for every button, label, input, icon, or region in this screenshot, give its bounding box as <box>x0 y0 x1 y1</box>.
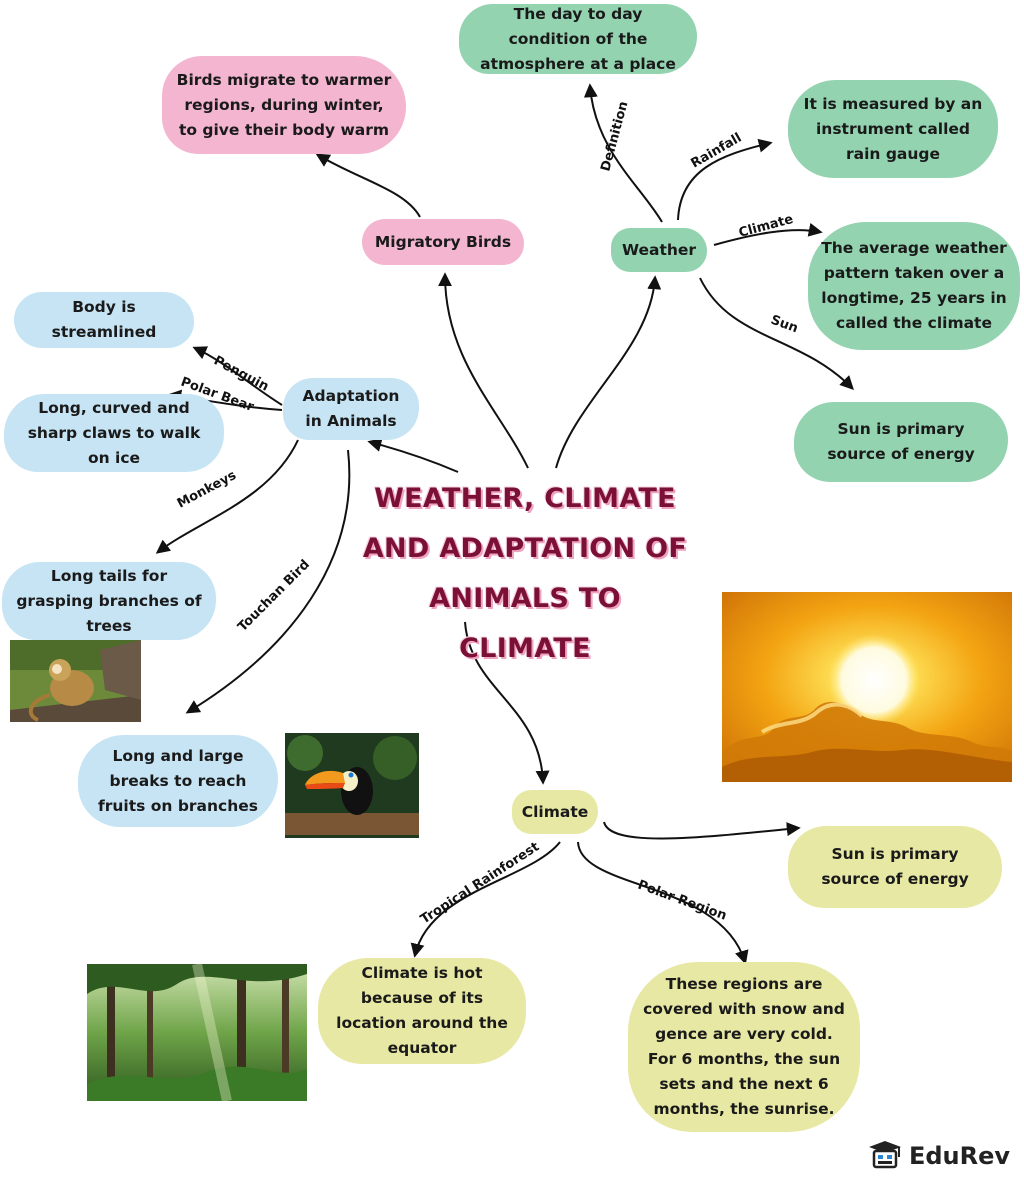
node-monkeys-detail-text: Long tails for grasping branches of tree… <box>16 566 202 635</box>
node-penguin-detail: Body is streamlined <box>14 292 194 348</box>
edge-center-climate <box>464 621 550 785</box>
rainforest-illustration <box>87 964 307 1101</box>
edge-climate-sun <box>603 821 801 840</box>
edge-center-adaptation <box>367 438 459 473</box>
edge-label-rainfall: Rainfall <box>689 131 745 172</box>
node-climate-detail: The average weather pattern taken over a… <box>808 222 1020 350</box>
node-rainfall-detail-text: It is measured by an instrument called r… <box>803 94 983 163</box>
brand-logo: EduRev <box>867 1139 1010 1173</box>
monkey-photo <box>10 640 141 722</box>
node-touchan-detail: Long and large breaks to reach fruits on… <box>78 735 278 827</box>
toucan-photo <box>285 733 419 838</box>
edge-adaptation-touchan <box>185 449 351 714</box>
title-line-3: ANIMALS TO CLIMATE <box>429 583 621 664</box>
edge-label-tropical-rainforest: Tropical Rainforest <box>418 839 542 927</box>
node-migratory-birds-text: Migratory Birds <box>374 232 512 251</box>
node-tropical-detail-text: Climate is hot because of its location a… <box>336 964 508 1057</box>
node-adaptation-text: Adaptation in Animals <box>302 387 400 430</box>
edge-weather-sun <box>699 277 854 390</box>
edge-weather-definition <box>583 83 663 223</box>
edge-label-sun: Sun <box>769 313 800 337</box>
node-rainfall-detail: It is measured by an instrument called r… <box>788 80 998 178</box>
edge-climate-tropical <box>410 841 561 958</box>
node-migratory-detail-text: Birds migrate to warmer regions, during … <box>176 70 392 139</box>
sun-illustration <box>722 592 1012 782</box>
edge-climate-polar <box>577 841 749 965</box>
node-sun-detail: Sun is primary source of energy <box>794 402 1008 482</box>
graduation-cap-icon <box>867 1139 903 1173</box>
edge-label-climate: Climate <box>737 212 795 241</box>
sun-photo <box>722 592 1012 782</box>
edge-center-migratory <box>438 272 529 469</box>
title-line-2: AND ADAPTATION OF <box>362 533 688 564</box>
node-polar-bear-detail-text: Long, curved and sharp claws to walk on … <box>27 398 201 467</box>
edge-adaptation-penguin <box>192 346 283 406</box>
edge-weather-rainfall <box>677 138 773 221</box>
rainforest-photo <box>87 964 307 1101</box>
node-tropical-detail: Climate is hot because of its location a… <box>318 958 526 1064</box>
node-weather-text: Weather <box>621 240 697 259</box>
node-climate: Climate <box>512 790 598 834</box>
edge-label-polar-region: Polar Region <box>636 878 729 924</box>
connector-lines <box>155 83 854 965</box>
node-migratory-detail: Birds migrate to warmer regions, during … <box>162 56 406 154</box>
node-adaptation: Adaptation in Animals <box>283 378 419 440</box>
monkey-illustration <box>10 640 141 722</box>
title-line-1: WEATHER, CLIMATE <box>374 483 676 514</box>
node-weather-definition-text: The day to day condition of the atmosphe… <box>480 4 676 73</box>
node-polar-bear-detail: Long, curved and sharp claws to walk on … <box>4 394 224 472</box>
edge-center-weather <box>555 275 662 469</box>
edge-weather-climate <box>713 222 823 246</box>
node-weather-definition: The day to day condition of the atmosphe… <box>459 4 697 74</box>
edge-adaptation-monkeys <box>155 439 299 554</box>
toucan-illustration <box>285 733 419 838</box>
node-climate-sun-detail-text: Sun is primary source of energy <box>821 845 969 888</box>
node-climate-detail-text: The average weather pattern taken over a… <box>821 239 1007 332</box>
edge-migratory-detail <box>315 153 421 218</box>
node-migratory-birds: Migratory Birds <box>362 219 524 265</box>
node-sun-detail-text: Sun is primary source of energy <box>827 420 975 463</box>
edge-label-touchan-bird: Touchan Bird <box>235 557 313 635</box>
node-polar-detail: These regions are covered with snow and … <box>628 962 860 1132</box>
map-title: WEATHER, CLIMATE AND ADAPTATION OF ANIMA… <box>360 474 690 674</box>
node-weather: Weather <box>611 228 707 272</box>
node-penguin-detail-text: Body is streamlined <box>51 298 157 341</box>
node-polar-detail-text: These regions are covered with snow and … <box>643 975 845 1118</box>
brand-name: EduRev <box>908 1142 1010 1170</box>
node-monkeys-detail: Long tails for grasping branches of tree… <box>2 562 216 640</box>
edge-label-monkeys: Monkeys <box>175 468 239 512</box>
node-touchan-detail-text: Long and large breaks to reach fruits on… <box>97 746 259 815</box>
node-climate-sun-detail: Sun is primary source of energy <box>788 826 1002 908</box>
node-climate-text: Climate <box>521 802 589 821</box>
